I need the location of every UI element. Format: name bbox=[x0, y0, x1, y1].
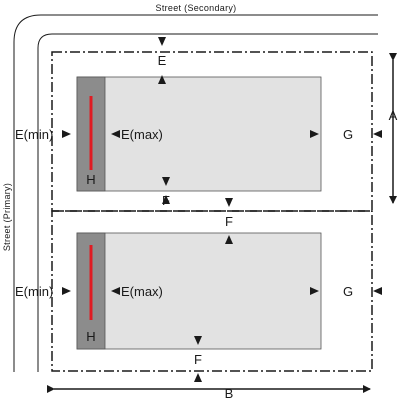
label-f-top: F bbox=[162, 193, 170, 208]
arrow-emin-right-bottom bbox=[62, 287, 71, 295]
arrow-e-up bbox=[158, 75, 166, 84]
arrow-f2-up bbox=[225, 235, 233, 244]
label-a: A bbox=[389, 108, 398, 123]
label-emin-top: E(min) bbox=[15, 127, 53, 142]
lot-bottom-boundary bbox=[51, 210, 373, 372]
lot-top-boundary bbox=[51, 51, 373, 212]
label-f-bottom: F bbox=[194, 352, 202, 367]
curb-outer bbox=[13, 14, 378, 372]
label-g-bottom: G bbox=[343, 284, 353, 299]
arrow-f2-down bbox=[225, 198, 233, 207]
label-h-top: H bbox=[86, 172, 95, 187]
label-h-bottom: H bbox=[86, 329, 95, 344]
street-curbs bbox=[13, 14, 378, 372]
arrow-g-left-top bbox=[373, 130, 382, 138]
arrow-f3-down bbox=[194, 336, 202, 345]
street-primary-label: Street (Primary) bbox=[2, 183, 12, 251]
label-emax-bottom: E(max) bbox=[121, 284, 163, 299]
label-e: E bbox=[158, 53, 167, 68]
arrow-f-down bbox=[162, 177, 170, 186]
arrow-e-down bbox=[158, 37, 166, 46]
arrow-emin-right-top bbox=[62, 130, 71, 138]
lot-boundaries bbox=[51, 51, 373, 372]
label-f-mid: F bbox=[225, 214, 233, 229]
curb-inner bbox=[37, 33, 378, 372]
arrow-g-left-bottom bbox=[373, 287, 382, 295]
arrow-f-up bbox=[162, 195, 170, 204]
arrow-emax-left-bottom bbox=[111, 287, 120, 295]
street-secondary-label: Street (Secondary) bbox=[156, 3, 237, 13]
label-b: B bbox=[225, 386, 234, 400]
arrow-g-right-bottom bbox=[310, 287, 319, 295]
label-emin-bottom: E(min) bbox=[15, 284, 53, 299]
label-emax-top: E(max) bbox=[121, 127, 163, 142]
arrow-f3-up bbox=[194, 373, 202, 382]
label-g-top: G bbox=[343, 127, 353, 142]
arrow-emax-left-top bbox=[111, 130, 120, 138]
arrow-markers bbox=[62, 37, 382, 382]
arrow-g-right-top bbox=[310, 130, 319, 138]
